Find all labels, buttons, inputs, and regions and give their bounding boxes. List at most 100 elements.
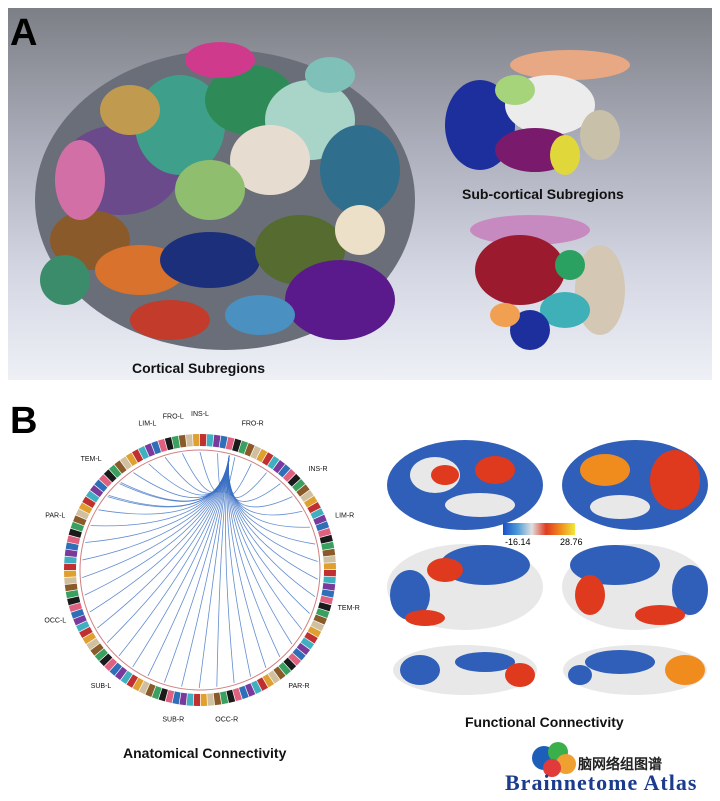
connection-line [227, 455, 293, 645]
ring-segment [73, 615, 87, 626]
ring-segment [307, 626, 322, 638]
ring-segment [104, 658, 118, 672]
ring-segment [323, 555, 336, 563]
ring-segment [144, 443, 155, 457]
subcortical-caption: Sub-cortical Subregions [462, 186, 624, 202]
anatomical-connectogram: FRO-LFRO-RINS-RLIM-RTEM-RPAR-ROCC-RSUB-R… [44, 411, 359, 724]
ring-segment [82, 632, 97, 645]
lobe-label: SUB-L [91, 683, 112, 690]
ring-segment [186, 693, 194, 706]
ring-segment [125, 452, 138, 467]
lobe-label: SUB-R [162, 717, 184, 724]
ring-segment [272, 459, 286, 474]
ring-segment [64, 583, 78, 592]
ring-segment [207, 693, 215, 706]
ring-segment [67, 596, 81, 606]
ring-segment [226, 689, 236, 703]
ring-segment [158, 688, 168, 702]
ring-segment [64, 549, 78, 558]
ring-segment [232, 687, 243, 702]
ring-segment [120, 456, 132, 470]
lobe-label: INS-R [308, 466, 327, 473]
ring-segment [322, 548, 336, 557]
ring-segment [262, 673, 275, 688]
ring-segment [138, 680, 150, 695]
ring-segment [68, 602, 83, 613]
ring-segment [278, 464, 291, 478]
ring-segment [219, 435, 228, 449]
ring-segment [273, 666, 286, 680]
functional-brain-medial-right [562, 544, 708, 630]
panel-b-letter: B [10, 400, 38, 442]
ring-segment [94, 648, 108, 662]
ring-segment [157, 438, 168, 453]
ring-segment [313, 514, 327, 525]
ring-segment [225, 436, 235, 451]
ring-segment [300, 490, 314, 502]
lobe-label: FRO-R [242, 420, 264, 427]
ring-segment [292, 648, 306, 661]
ring-segment [303, 495, 318, 508]
connection-line [228, 455, 318, 562]
ring-segment [73, 515, 87, 526]
ring-segment [251, 680, 262, 694]
ring-segment [310, 620, 325, 632]
ring-segment [165, 689, 175, 704]
ring-segment [288, 652, 302, 666]
ring-segment [319, 534, 333, 544]
ring-segment [315, 521, 330, 532]
ring-segment [145, 683, 156, 697]
ring-segment [319, 595, 334, 605]
ring-segment [64, 570, 77, 578]
ring-segment [315, 608, 330, 619]
ring-segment [256, 677, 268, 691]
ring-segment [307, 502, 321, 514]
ring-segment [78, 502, 93, 514]
lobe-label: PAR-R [288, 683, 309, 690]
lobe-label: INS-L [191, 411, 209, 418]
ring-segment [120, 670, 133, 685]
ring-segment [75, 508, 90, 520]
ring-segment [138, 446, 149, 460]
lobe-label: FRO-L [163, 413, 184, 420]
connection-line [106, 455, 230, 644]
ring-segment [85, 490, 100, 503]
ring-segment [151, 685, 162, 700]
ring-segment [98, 474, 112, 488]
logo-chinese-text: 脑网络组图谱 [578, 756, 662, 772]
ring-segment [114, 666, 128, 681]
ring-segment [304, 632, 318, 644]
lobe-label: OCC-L [44, 618, 66, 625]
functional-caption: Functional Connectivity [465, 714, 624, 730]
ring-segment [322, 582, 336, 591]
ring-segment [64, 563, 77, 570]
ring-segment [323, 570, 336, 577]
functional-brain-lateral-right [562, 440, 708, 530]
logo-english-text: Brainnetome Atlas [505, 770, 698, 795]
connection-line [120, 455, 230, 502]
ring-segment [66, 535, 81, 545]
ring-segment [268, 670, 280, 684]
ring-segment [108, 464, 122, 478]
connection-line [227, 455, 267, 668]
subcortical-render-bottom [470, 215, 625, 350]
colorbar-max-label: 28.76 [560, 537, 583, 547]
ring-segment [238, 440, 249, 455]
ring-segment [103, 469, 117, 483]
ring-segment [232, 438, 242, 452]
ring-segment [296, 642, 311, 656]
ring-segment [323, 562, 336, 570]
ring-segment [99, 653, 113, 667]
ring-segment [192, 434, 200, 447]
lobe-label: LIM-L [138, 420, 156, 427]
cortical-brain-render [35, 42, 415, 350]
ring-segment [132, 677, 144, 692]
subcortical-render-top [445, 50, 630, 175]
ring-segment [220, 691, 229, 705]
ring-inner-circle [79, 449, 321, 691]
ring-segment [318, 602, 332, 612]
ring-segment [267, 455, 280, 470]
ring-segment [132, 449, 144, 463]
ring-segment [200, 693, 208, 706]
ring-segment [151, 440, 162, 455]
